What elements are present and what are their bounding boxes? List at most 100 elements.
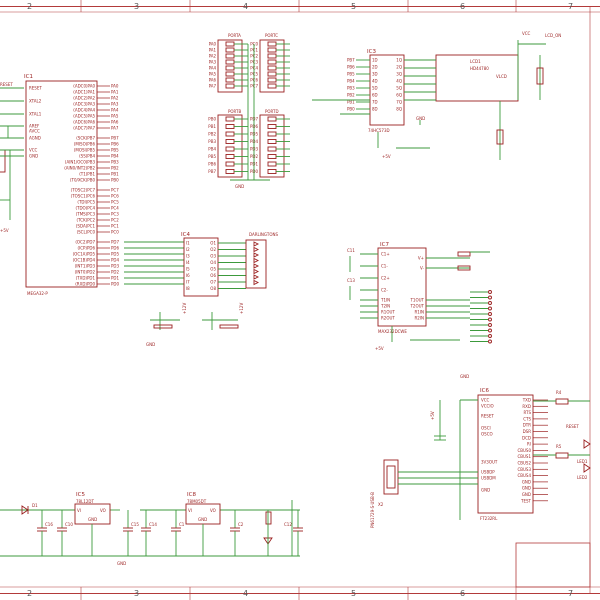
latch-out-pin: 8Q: [396, 107, 402, 112]
zone-top-2: 2: [27, 2, 32, 11]
usb-connector-value: PN61729-S-USB-B: [370, 492, 375, 528]
usb-right-pin: CTS: [523, 416, 531, 421]
rs232-pin: [488, 312, 492, 316]
port-pin-pad: [225, 139, 235, 144]
darlington-in-pin: I1: [186, 241, 190, 246]
port-pin-pad: [267, 131, 277, 137]
port-pin-pad: [267, 146, 277, 152]
mcu-right-net-label: PC7: [111, 188, 119, 193]
latch-in-pin: 5D: [372, 86, 378, 91]
serial-body: [377, 247, 427, 327]
port-pin-label: PB3: [208, 139, 216, 144]
power-reg1-body: [74, 503, 111, 525]
serial-value: MAX232DCWE: [378, 329, 407, 334]
mcu-right-net-label: PD1: [111, 276, 119, 281]
darlington-out-pin: O6: [210, 273, 216, 278]
darlington-in-pin: I7: [186, 280, 190, 285]
mcu-right-net-label: PC3: [111, 212, 119, 217]
mcu-right-net-label: PC2: [111, 218, 119, 223]
portd-label: PORTD: [265, 109, 279, 114]
latch-in-pin: 8D: [372, 107, 378, 112]
rs232-pin: [488, 323, 492, 327]
zone-bottom-2: 2: [27, 589, 32, 598]
port-pin-pad: [267, 169, 277, 174]
usb-body: [477, 394, 534, 514]
usb-value: FT232RL: [480, 516, 498, 521]
mcu-right-net-label: PB7: [111, 136, 119, 141]
rs232-pin: [488, 328, 492, 333]
mcu-left-pin-label: VCC: [29, 148, 38, 153]
usb-right-pin: GND: [522, 479, 531, 484]
port-pin-pad: [225, 41, 235, 47]
mcu-right-net-label: PA3: [111, 102, 119, 107]
mcu-right-pin-label: (OC2)PD7: [75, 240, 95, 245]
usb-left-pin: OSCI: [481, 426, 491, 431]
latch-body: [369, 54, 405, 126]
port-pin-pad: [225, 116, 235, 122]
darlington-header-pin: [253, 274, 260, 280]
power-reg2-value: 78M05DT: [187, 499, 207, 504]
usb-right-pin: CBUS2: [517, 461, 531, 466]
darlington-header-pin: [253, 252, 260, 258]
zone-bottom-5: 5: [351, 589, 356, 598]
darlington-12v-label-1: +12V: [182, 303, 187, 314]
mcu-left-pin-label: RESET: [29, 86, 42, 91]
usb-left-pin: 3V3OUT: [481, 460, 498, 465]
port-connectors: PORTA PORTC PORTB PORTD PA0PA1PA2PA3PA4P…: [208, 33, 290, 189]
port-pin-pad: [225, 131, 235, 137]
rs232-pin: [488, 301, 492, 305]
mcu-right-pin-label: (INT1)PD3: [75, 264, 96, 269]
mcu-right-net-label: PC1: [111, 224, 119, 229]
darlington-in-pin: I3: [186, 254, 190, 259]
darlington-body: [183, 237, 219, 297]
darlington-out-pin: O7: [210, 280, 216, 285]
latch-in-net: PB4: [347, 79, 355, 84]
port-pin-label: PA6: [209, 78, 217, 83]
latch-in-net: PB2: [347, 93, 355, 98]
darlington-12v-label-2: +12V: [239, 303, 244, 314]
mcu-left-pin-label: AVCC: [29, 129, 40, 134]
rs232-pin: [488, 317, 492, 322]
zone-top-4: 4: [243, 2, 248, 11]
mcu-right-pin-label: (MOSI)PB5: [74, 148, 96, 153]
mcu-right-net-label: PB1: [111, 172, 119, 177]
mcu-right-pin-label: (SS)PB4: [79, 154, 95, 159]
mcu-right-net-label: PD2: [111, 270, 119, 275]
mcu-right-net-label: PD4: [111, 258, 119, 263]
power-led-resistor: [265, 511, 272, 525]
port-pin-pad: [267, 161, 277, 167]
mcu-left-pin-label: XTAL1: [29, 112, 42, 117]
latch-in-net: PB0: [347, 107, 355, 112]
mcu-right-net-label: PB3: [111, 160, 119, 165]
power-diode: [21, 505, 29, 515]
power-cap-label: C10: [65, 522, 73, 527]
mcu-right-net-label: PB2: [111, 166, 119, 171]
mcu-left-pin-label: XTAL2: [29, 99, 42, 104]
lcd-value: HD44780: [470, 66, 489, 71]
port-pin-pad: [225, 169, 235, 174]
mcu-body: [25, 80, 98, 288]
mcu-right-pin-label: (TOSC2)PC7: [71, 188, 96, 193]
usb-right-pin: CBUS0: [517, 448, 531, 453]
mcu-right-net-label: PD0: [111, 282, 119, 287]
mcu-right-net-label: PB0: [111, 178, 119, 183]
serial-ref: IC7: [380, 242, 389, 248]
darlington-header-pin: [253, 263, 260, 269]
usb-right-pin: RXD: [522, 404, 531, 409]
power-cap-label: C1: [179, 522, 185, 527]
mcu-right-net-label: PD5: [111, 252, 119, 257]
mcu-right-pin-label: (MISO)PB6: [74, 142, 96, 147]
mcu-right-pin-label: (T1)PB1: [79, 172, 95, 177]
serial-right-pin: R2IN: [415, 316, 425, 321]
rs232-pin: [488, 295, 492, 300]
power-reg2-vo: VO: [210, 508, 216, 513]
mcu-right-pin-label: (ADC2)PA2: [73, 96, 95, 101]
portc-label: PORTC: [265, 33, 278, 38]
mcu-right-net-label: PC4: [111, 206, 119, 211]
lcd-on-label: LCD_ON: [545, 33, 561, 38]
mcu-right-net-label: PC6: [111, 194, 119, 199]
serial-right-pin: T1OUT: [409, 298, 424, 303]
usb-r5-body: [555, 452, 569, 459]
serial-right-pin: V-: [420, 266, 425, 271]
